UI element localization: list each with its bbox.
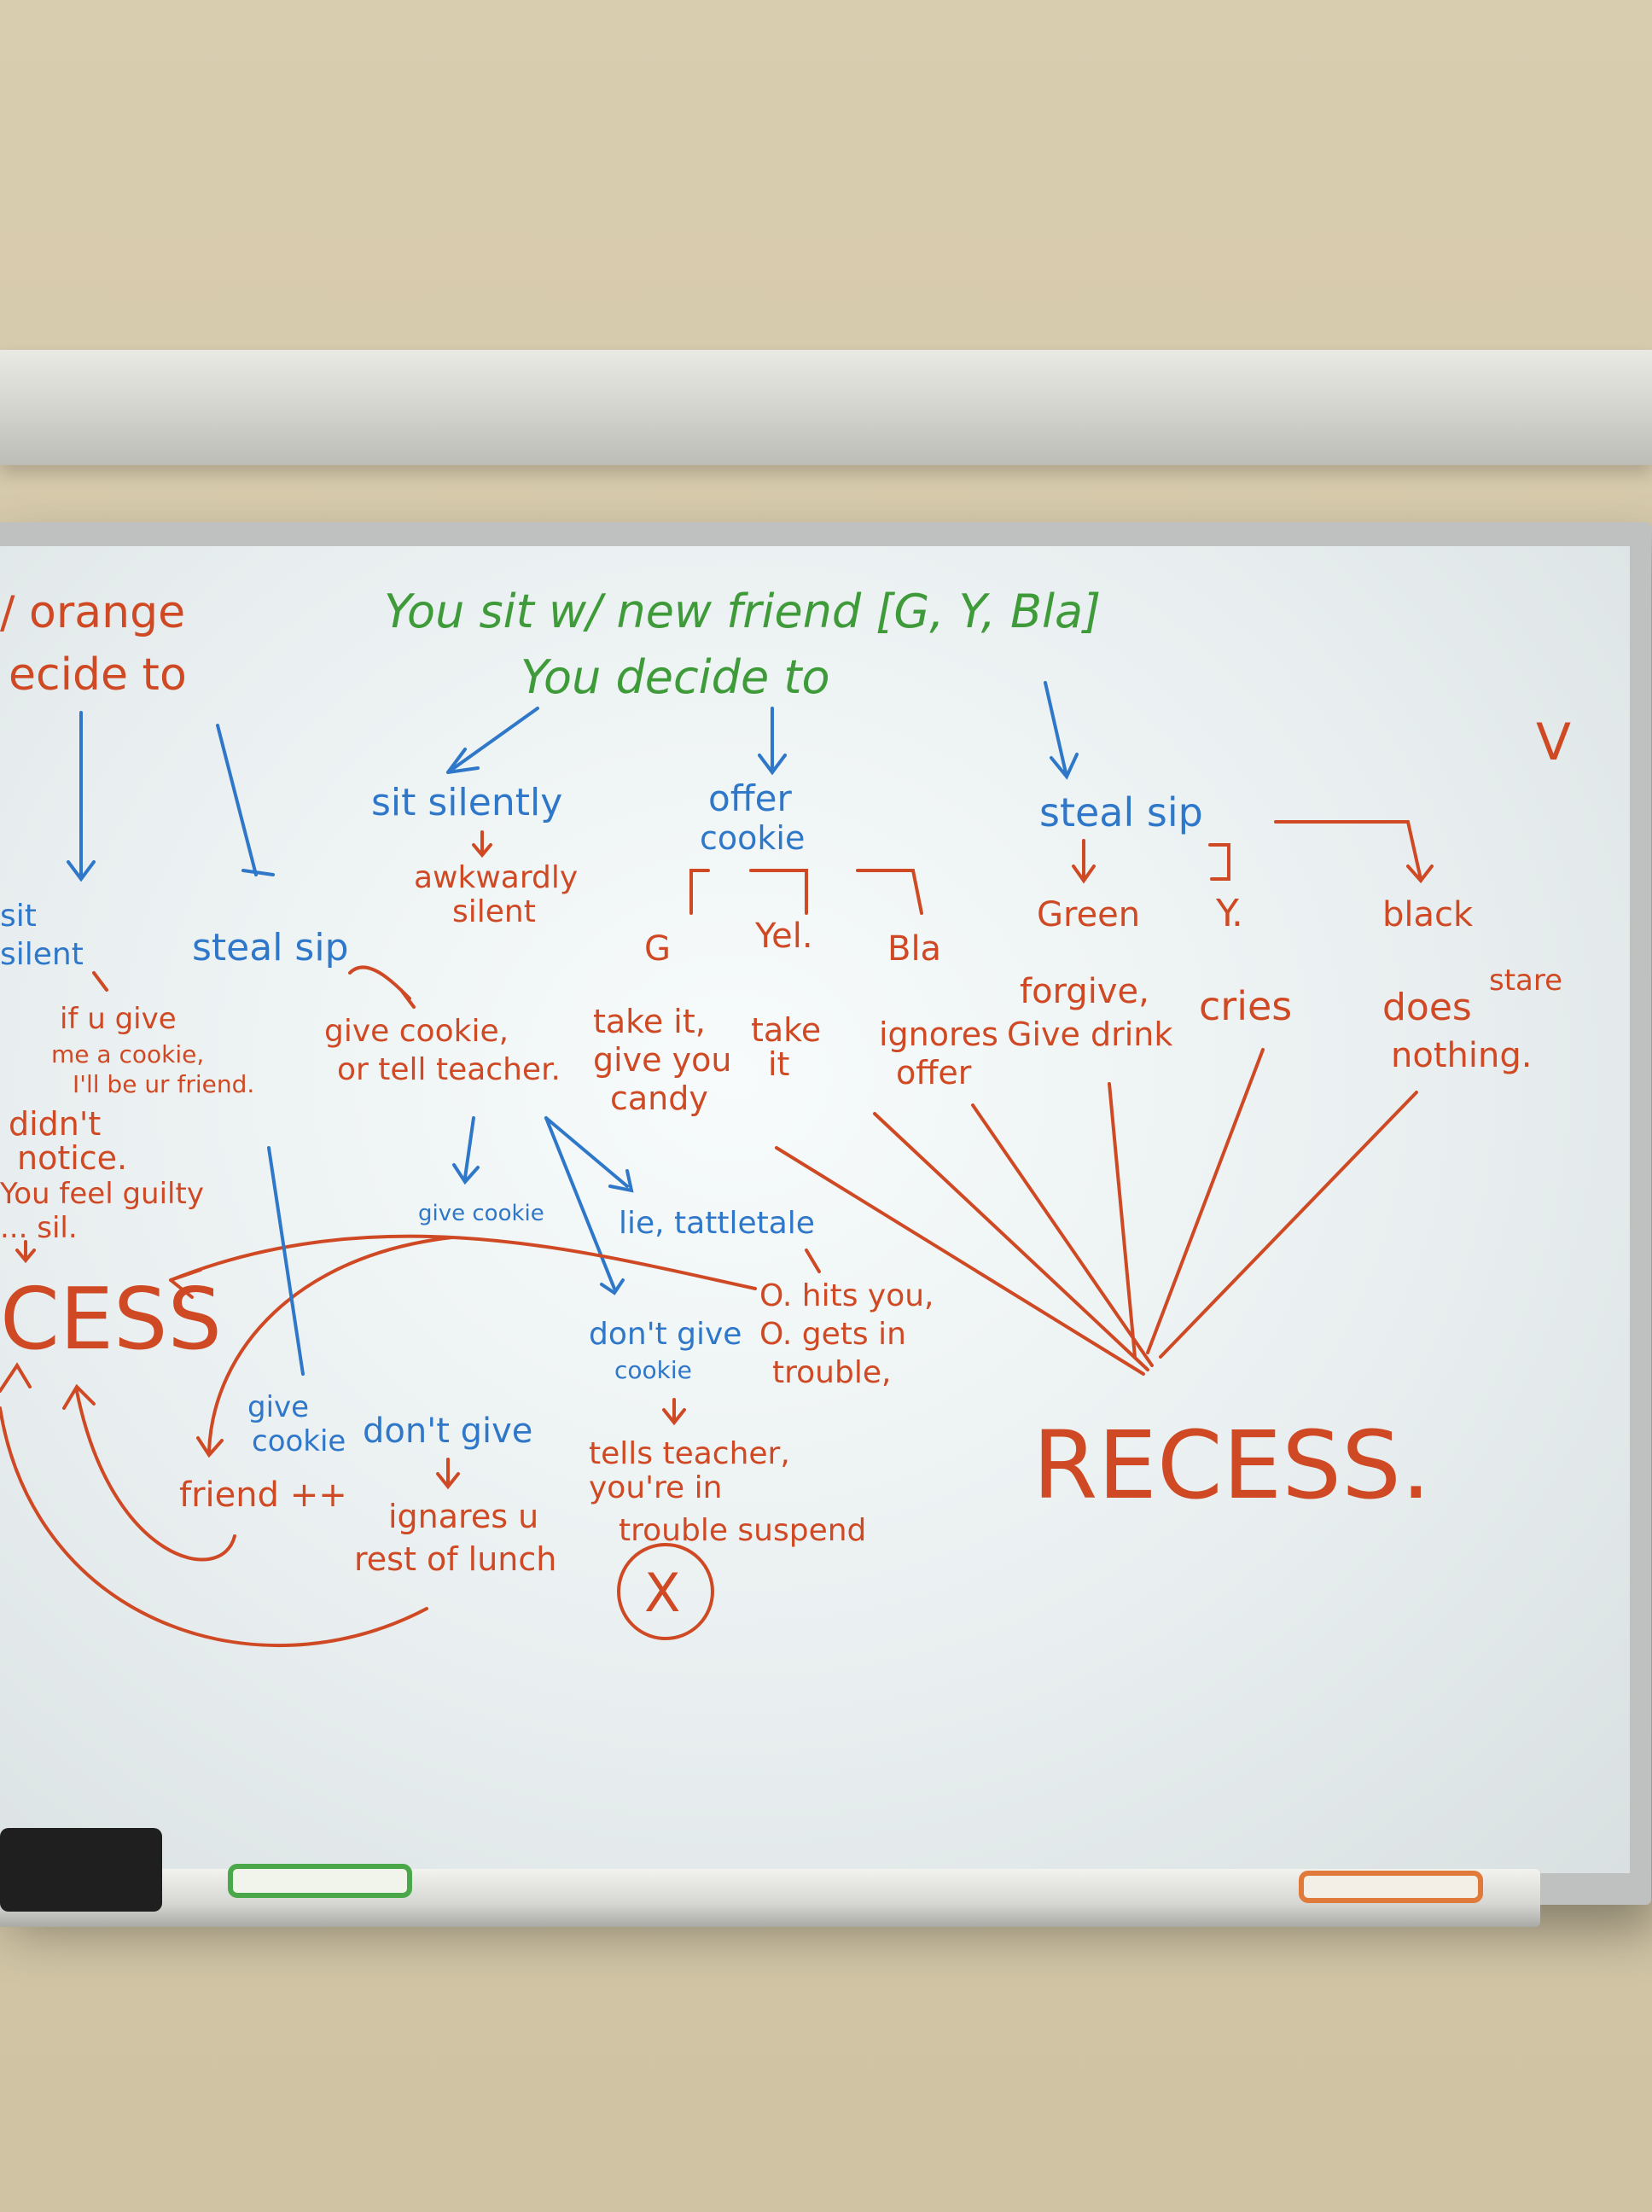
ignares-2: rest of lunch — [354, 1540, 556, 1578]
g-result-2: give you — [593, 1041, 731, 1079]
loop-friend-recess — [62, 1383, 236, 1562]
offer-g: G — [644, 929, 671, 969]
didnt-notice-1: didn't — [9, 1105, 101, 1143]
loop-ignares-recess — [0, 1406, 428, 1648]
didnt-notice-4: ... sil. — [0, 1211, 78, 1245]
arrow-to-steal — [1044, 681, 1079, 780]
offer-cookie-1: offer — [708, 777, 792, 819]
y-result: cries — [1199, 983, 1292, 1029]
orange-marker[interactable] — [1299, 1871, 1483, 1903]
g-result-1: take it, — [593, 1003, 706, 1040]
sit-silently: sit silently — [371, 781, 562, 824]
arrow-left-2 — [216, 724, 275, 876]
x-mark: X — [644, 1562, 680, 1624]
dont-give-cookie-2: cookie — [614, 1356, 692, 1384]
lie-tattletale: lie, tattletale — [619, 1206, 815, 1241]
if-u-give-3: I'll be ur friend. — [73, 1070, 254, 1098]
ignares-1: ignares u — [388, 1498, 538, 1535]
arrow-tells — [662, 1398, 686, 1426]
steal-y: Y. — [1215, 892, 1243, 935]
if-u-give-1: if u give — [60, 1002, 177, 1036]
yel-result-1: take — [751, 1011, 821, 1049]
give-cookie-1: give — [247, 1390, 309, 1424]
yel-result-2: it — [768, 1045, 789, 1083]
recess-left: CESS — [0, 1269, 222, 1369]
header-line2: You decide to — [521, 650, 830, 704]
steal-sip: steal sip — [1039, 789, 1203, 835]
arrow-to-offer — [758, 707, 787, 776]
arrow-ignares — [436, 1458, 460, 1490]
offer-brackets — [689, 869, 923, 915]
black-result-1: does — [1382, 986, 1472, 1029]
left-steal-sip: steal sip — [192, 926, 349, 969]
header-line1: You sit w/ new friend [G, Y, Bla] — [384, 585, 1101, 638]
steal-black: black — [1382, 895, 1474, 934]
x-circle — [617, 1543, 714, 1640]
o-hits-2: O. gets in — [759, 1317, 906, 1352]
awkwardly-silent-1: awkwardly — [414, 860, 578, 895]
sit-silent-2: silent — [0, 937, 84, 972]
curve-to-recess — [169, 1234, 757, 1299]
black-result-2: nothing. — [1391, 1036, 1532, 1075]
bla-result-2: offer — [896, 1054, 972, 1091]
arrow-to-sit — [446, 707, 539, 774]
g-result-3: candy — [610, 1080, 708, 1117]
offer-cookie-2: cookie — [700, 819, 805, 857]
wall-molding — [0, 350, 1652, 465]
dont-give-cookie-1: don't give — [589, 1317, 742, 1352]
partial-text-2: ecide to — [9, 649, 187, 701]
didnt-notice-3: You feel guilty — [0, 1177, 204, 1211]
arrow-green — [1072, 839, 1096, 884]
bla-result-1: ignores — [879, 1016, 998, 1053]
green-result-2: Give drink — [1007, 1016, 1172, 1053]
corner-mark: V — [1536, 713, 1571, 772]
o-hits-1: O. hits you, — [759, 1278, 934, 1313]
give-cookie-2: cookie — [252, 1424, 346, 1458]
green-result-1: forgive, — [1020, 972, 1149, 1011]
arrowhead-left — [0, 1362, 32, 1393]
steal-green: Green — [1037, 895, 1140, 934]
awkwardly-silent-2: silent — [452, 894, 536, 929]
arrow-give-or-tell — [348, 965, 416, 1009]
if-u-give-2: me a cookie, — [51, 1040, 204, 1068]
tells-teacher-1: tells teacher, — [589, 1436, 790, 1471]
arrow-give — [267, 1146, 305, 1376]
bracket-y — [1208, 843, 1230, 881]
tells-teacher-2: you're in — [589, 1470, 722, 1505]
arrow-o-hits — [805, 1249, 821, 1273]
green-marker[interactable] — [228, 1864, 412, 1898]
sit-silent-1: sit — [0, 899, 37, 934]
arrow-left-1 — [67, 711, 96, 882]
offer-bla: Bla — [887, 929, 941, 969]
give-or-tell-1: give cookie, — [324, 1014, 509, 1049]
arrow-dont-give — [544, 1116, 625, 1295]
arrow-lie — [544, 1116, 634, 1193]
black-stare: stare — [1489, 963, 1562, 998]
whiteboard-surface — [0, 546, 1630, 1873]
arrow-give-cookie — [452, 1116, 480, 1185]
friend-plus: friend ++ — [179, 1476, 347, 1515]
didnt-notice-2: notice. — [17, 1139, 127, 1177]
dont-give: don't give — [363, 1412, 532, 1451]
give-or-tell-2: or tell teacher. — [337, 1052, 561, 1087]
converge-lines — [775, 1048, 1418, 1376]
curve-to-give-cookie — [196, 1236, 454, 1458]
o-hits-3: trouble, — [772, 1355, 891, 1390]
arrow-awk — [472, 830, 492, 859]
recess-right: RECESS. — [1032, 1411, 1431, 1520]
give-cookie-small: give cookie — [418, 1201, 544, 1226]
tells-teacher-3: trouble suspend — [619, 1513, 866, 1548]
eraser[interactable] — [0, 1828, 162, 1912]
offer-yel: Yel. — [754, 917, 813, 956]
partial-text-1: / orange — [0, 587, 185, 638]
arrow-black — [1274, 820, 1434, 884]
arrow-recess-left — [15, 1240, 36, 1264]
arrow-if — [92, 971, 108, 992]
